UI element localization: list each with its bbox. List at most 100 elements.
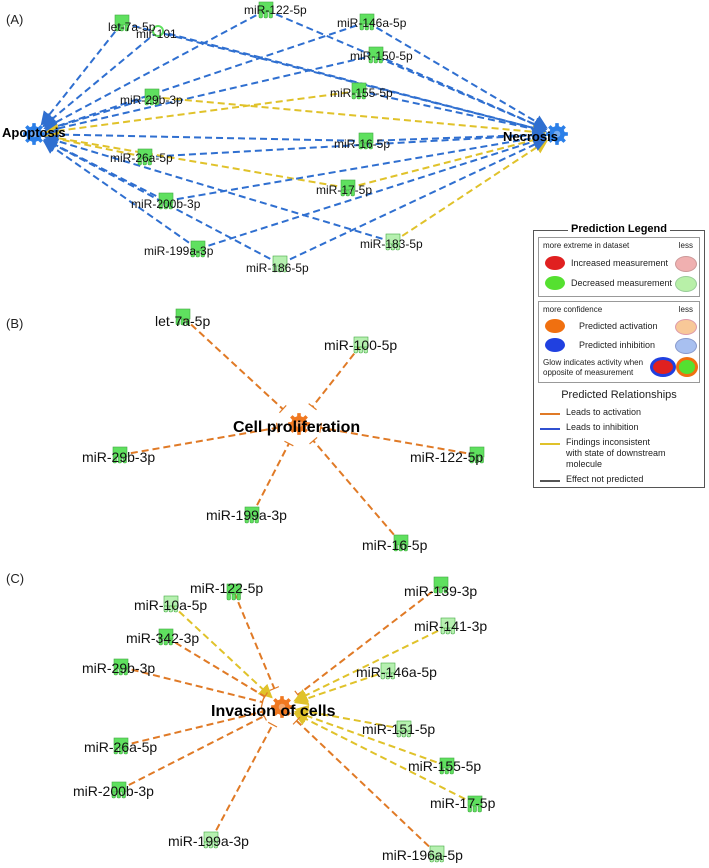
edge-a-mir146a-apoptosis — [44, 21, 368, 133]
edge-a-mir17-necrosis — [347, 133, 547, 189]
apoptosis-label: Apoptosis — [2, 125, 66, 140]
node-a-mir29b-label: miR-29b-3p — [120, 93, 183, 107]
node-c-mir196a — [429, 845, 445, 863]
node-c-mir200b-label: miR-200b-3p — [73, 783, 154, 799]
decreased-less-swatch — [675, 276, 697, 292]
inhibition-bar — [319, 422, 323, 433]
legend-inhibition-label: Predicted inhibition — [579, 340, 656, 350]
node-a-mir155 — [351, 82, 367, 100]
node-b-mir199a — [244, 506, 260, 524]
inhibition-bar — [284, 440, 294, 447]
cell-proliferation-hub-icon — [288, 413, 310, 435]
edge-a-mir199a-necrosis — [197, 134, 547, 250]
edge-c-mir146a — [293, 670, 389, 706]
node-c-mir139 — [433, 576, 449, 594]
edge-a-mir155-necrosis — [358, 90, 547, 136]
node-c-mir26a-label: miR-26a-5p — [84, 739, 157, 755]
inhibition-bar — [278, 405, 287, 414]
edge-a-mir26a-apoptosis — [44, 132, 146, 158]
node-a-mir200b — [158, 192, 174, 210]
edge-a-mir199a-apoptosis — [42, 140, 199, 250]
node-a-let7a — [114, 14, 130, 32]
edge-a-mir29b-apoptosis — [44, 96, 153, 134]
edge-b-let7a — [182, 316, 284, 410]
panel-b-letter: (B) — [6, 316, 23, 331]
node-a-mir183 — [385, 233, 401, 251]
decreased-swatch — [545, 276, 565, 290]
edge-a-mir16-necrosis — [365, 127, 547, 142]
glow-green-swatch — [679, 360, 695, 374]
legend-increased-label: Increased measurement — [571, 258, 669, 268]
inhibition-bar — [308, 403, 317, 411]
cell-proliferation-label: Cell proliferation — [233, 419, 360, 436]
node-a-mir17-label: miR-17-5p — [316, 183, 372, 197]
node-a-mir146a-label: miR-146a-5p — [337, 16, 407, 30]
node-c-mir122 — [226, 583, 242, 601]
edge-a-mir150-necrosis — [375, 54, 548, 131]
node-a-mir26a-label: miR-26a-5p — [110, 151, 173, 165]
edge-b-mir16 — [312, 440, 402, 544]
edge-c-mir141 — [293, 625, 449, 702]
node-c-mir29b-label: miR-29b-3p — [82, 660, 155, 676]
edge-a-mir200b-necrosis — [165, 131, 547, 202]
edge-a-mir183-apoptosis — [44, 134, 394, 243]
edge-c-mir199a — [210, 724, 274, 841]
edge-a-let7a-necrosis — [121, 22, 547, 135]
edge-c-mir342 — [165, 636, 266, 698]
activation-swatch — [545, 319, 565, 333]
rel-inconsistent-line — [540, 443, 560, 445]
node-b-mir29b — [112, 446, 128, 464]
edge-c-mir200b — [118, 715, 265, 791]
legend-rel-inconsistent-1: Findings inconsistent — [566, 437, 651, 447]
edge-c-mir122 — [233, 591, 276, 689]
panel-a-letter: (A) — [6, 12, 23, 27]
legend-measurement-box: more extreme in dataset less Increased m… — [538, 237, 700, 297]
inhibition-bar — [309, 436, 318, 445]
node-c-mir10a-label: miR-10a-5p — [134, 597, 207, 613]
edge-c-mir196a — [295, 720, 438, 855]
edge-b-mir29b — [119, 426, 278, 456]
node-c-mir17-label: miR-17-5p — [430, 795, 496, 811]
legend-rel-not-predicted: Effect not predicted — [566, 474, 644, 484]
edge-a-mir101-necrosis — [157, 30, 547, 135]
node-a-mir16 — [358, 132, 374, 150]
edge-a-mir186-necrosis — [279, 138, 548, 265]
node-c-mir196a-label: miR-196a-5p — [382, 847, 463, 863]
edge-a-mir183-necrosis — [392, 139, 549, 243]
node-a-mir16-label: miR-16-5p — [334, 137, 390, 151]
increased-less-swatch — [675, 256, 697, 272]
legend-confidence-label: more confidence — [543, 305, 603, 314]
node-a-mir183-label: miR-183-5p — [360, 237, 423, 251]
inhibition-bar — [292, 716, 301, 725]
edge-c-mir10a — [170, 603, 273, 699]
edge-c-mir155 — [293, 709, 448, 767]
inhibition-bar — [275, 422, 279, 433]
invasion-hub-icon — [271, 696, 293, 718]
necrosis-label: Necrosis — [503, 129, 558, 144]
edge-c-mir151 — [294, 704, 405, 730]
increased-swatch — [545, 256, 565, 270]
node-c-mir342 — [158, 628, 174, 646]
node-c-mir26a — [113, 737, 129, 755]
activation-less-swatch — [675, 319, 697, 335]
legend-prediction-box: more confidence less Predicted activatio… — [538, 301, 700, 383]
node-b-mir100-label: miR-100-5p — [324, 337, 397, 353]
node-c-mir141 — [440, 617, 456, 635]
node-a-mir101-label: mir-101 — [136, 27, 177, 41]
edge-c-mir139 — [297, 584, 442, 696]
legend-relationships-title: Predicted Relationships — [561, 389, 677, 401]
legend-glow-line1: Glow indicates activity when — [543, 358, 644, 367]
node-b-let7a-label: let-7a-5p — [155, 313, 210, 329]
edge-a-mir122-apoptosis — [43, 9, 267, 130]
node-c-mir17 — [467, 795, 483, 813]
edge-a-mir150-apoptosis — [44, 54, 377, 136]
node-a-mir17 — [340, 179, 356, 197]
node-a-mir155-label: miR-155-5p — [330, 86, 393, 100]
node-b-mir16 — [393, 534, 409, 552]
necrosis-hub-icon — [546, 123, 568, 145]
node-c-mir10a — [163, 595, 179, 613]
legend-rel-inconsistent-3: molecule — [566, 459, 603, 469]
edge-c-mir17 — [293, 712, 476, 805]
rel-not-predicted-line — [540, 480, 560, 482]
invasion-of-cells-label: Invasion of cells — [211, 703, 336, 720]
